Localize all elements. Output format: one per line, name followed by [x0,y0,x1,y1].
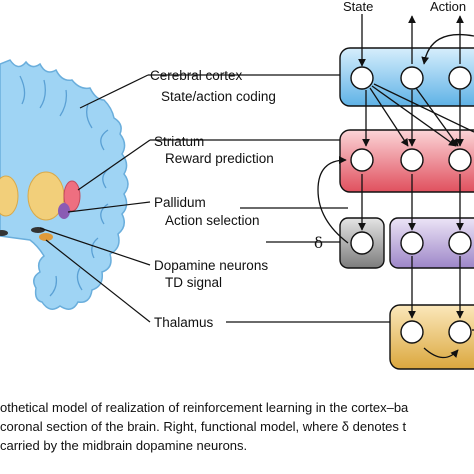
brain-hemisphere [0,59,129,310]
pallidum-sublabel: Action selection [165,213,260,228]
striatum-neuron-1 [350,148,374,172]
cortex-neuron-1 [350,66,374,90]
striatum-label: Striatum [154,134,204,149]
pallidum-label: Pallidum [154,195,206,210]
cortex-sublabel: State/action coding [161,89,276,104]
striatum-neuron-3 [448,148,472,172]
caption-line-2: coronal section of the brain. Right, fun… [0,419,407,434]
cortex-neuron-2 [400,66,424,90]
dopamine-label: Dopamine neurons [154,258,268,273]
pallidum-neuron-2 [448,231,472,255]
sulci [19,75,111,297]
thalamus-label: Thalamus [154,315,214,330]
neurons [350,66,472,344]
brain-section [0,59,129,310]
caption-line-1: othetical model of realization of reinfo… [0,400,409,415]
cortex-neuron-3 [448,66,472,90]
connection-arrows [317,14,474,359]
striatum-neuron-2 [400,148,424,172]
caption-line-3: carried by the midbrain dopamine neurons… [0,438,248,453]
thalamus-orange [39,233,53,241]
thalamus-neuron-1 [400,320,424,344]
diagram: Cerebral cortex State/action coding Stri… [0,0,474,370]
left-nucleus [0,175,19,217]
cortex-label: Cerebral cortex [150,68,243,83]
thalamus-neuron-2 [448,320,472,344]
leader-lines [39,74,390,323]
striatum-sublabel: Reward prediction [165,151,274,166]
dopamine-sublabel: TD signal [165,275,222,290]
state-label: State [343,0,373,14]
dopamine-neuron [350,231,374,255]
delta-symbol: δ [314,234,323,252]
dopamine-dark-left [0,230,8,236]
figure-caption: othetical model of realization of reinfo… [0,398,474,455]
action-label: Action [430,0,466,14]
pallidum-purple [58,203,70,219]
pallidum-neuron-1 [400,231,424,255]
dopamine-dark [31,227,45,233]
